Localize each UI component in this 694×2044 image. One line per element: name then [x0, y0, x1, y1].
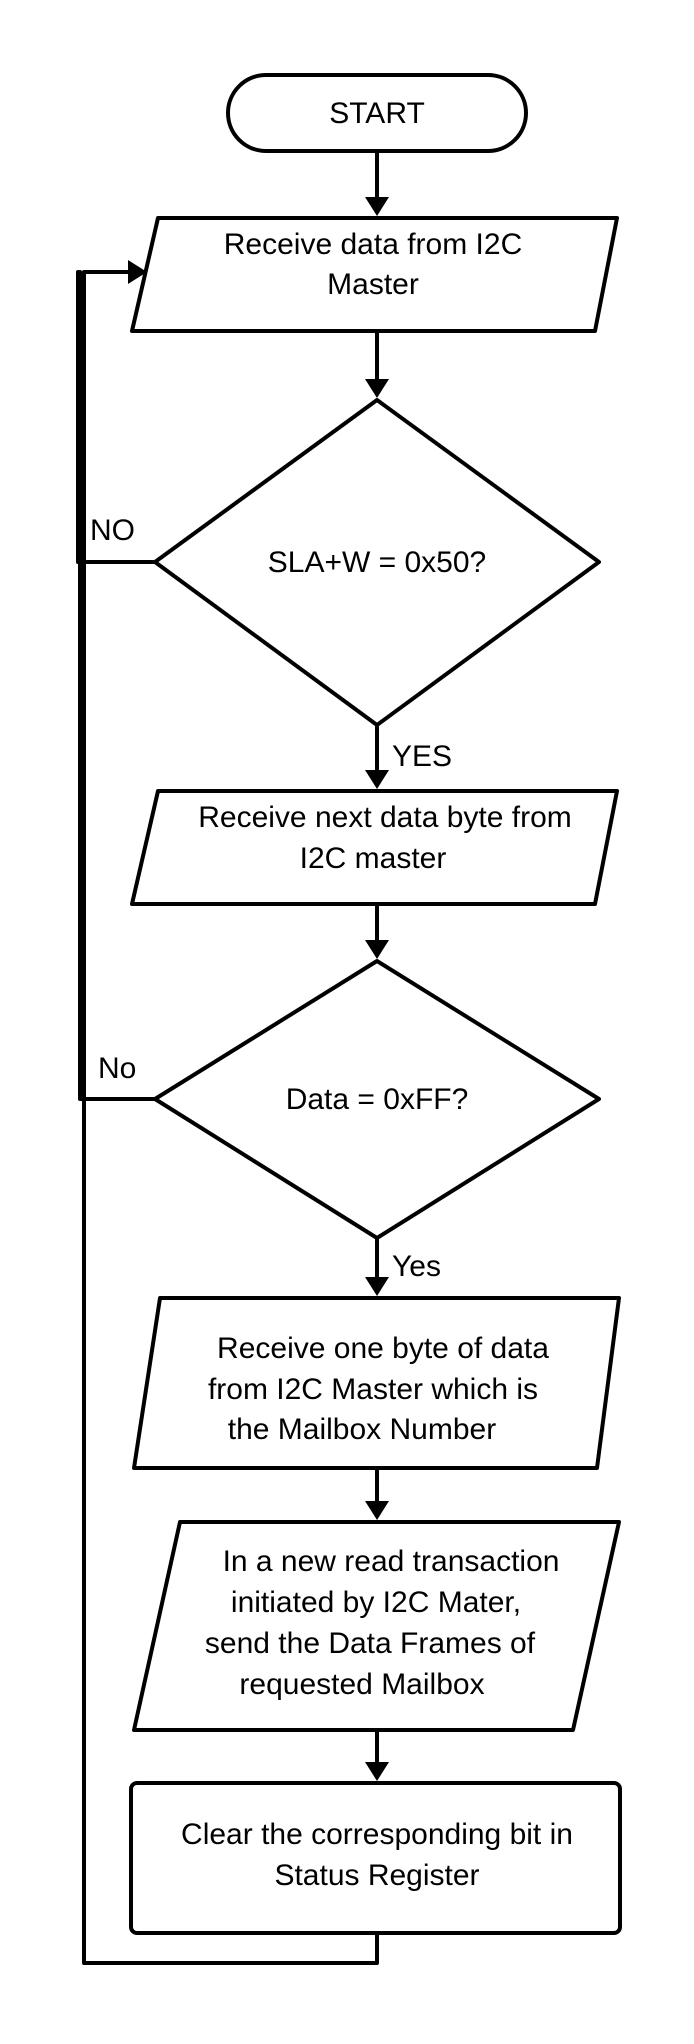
clear-bit-process: Clear the corresponding bit in Status Re…	[129, 1781, 622, 1935]
data-decision-label: Data = 0xFF?	[286, 1083, 469, 1116]
clear-bit-label-line1: Clear the corresponding bit in	[181, 1818, 573, 1851]
receive-data-label-line1: Receive data from I2C	[224, 228, 522, 261]
send-frames-label-line4: requested Mailbox	[239, 1668, 484, 1701]
send-frames-label-line2: initiated by I2C Mater,	[231, 1586, 521, 1619]
receive-next-label-line2: I2C master	[300, 842, 447, 875]
receive-data-label-line2: Master	[327, 268, 419, 301]
receive-next-label-line1: Receive next data byte from	[198, 801, 572, 834]
receive-data-io: Receive data from I2C Master	[130, 216, 619, 333]
receive-next-io: Receive next data byte from I2C master	[130, 789, 619, 906]
sla-decision-label: SLA+W = 0x50?	[268, 546, 486, 579]
clear-bit-label-line2: Status Register	[274, 1859, 479, 1892]
connectors	[76, 149, 389, 1965]
arrowhead	[365, 1762, 389, 1781]
start-terminator: START	[226, 73, 528, 153]
data-no-label: No	[98, 1052, 136, 1085]
sla-no-label: NO	[90, 514, 135, 547]
receive-mailbox-io: Receive one byte of data from I2C Master…	[132, 1296, 621, 1470]
sla-decision: SLA+W = 0x50?	[153, 398, 601, 727]
receive-mailbox-label-line1: Receive one byte of data	[217, 1332, 549, 1365]
receive-mailbox-label-line2: from I2C Master which is	[208, 1373, 538, 1406]
arrowhead	[365, 770, 389, 789]
data-yes-label: Yes	[392, 1250, 441, 1283]
send-frames-label-line3: send the Data Frames of	[205, 1627, 536, 1660]
send-frames-io: In a new read transaction initiated by I…	[132, 1520, 621, 1732]
edge-loop-back	[82, 270, 379, 1965]
receive-mailbox-label-line3: the Mailbox Number	[228, 1413, 496, 1446]
sla-yes-label: YES	[392, 740, 452, 773]
arrowhead	[365, 197, 389, 216]
arrowhead	[365, 1277, 389, 1296]
arrowhead	[365, 379, 389, 398]
edge-data-no	[78, 270, 157, 1101]
send-frames-label-line1: In a new read transaction	[223, 1545, 560, 1578]
arrowhead	[365, 1501, 389, 1520]
arrowhead	[128, 260, 147, 284]
start-label: START	[329, 97, 425, 130]
arrowhead	[365, 940, 389, 959]
data-decision: Data = 0xFF?	[153, 959, 601, 1240]
